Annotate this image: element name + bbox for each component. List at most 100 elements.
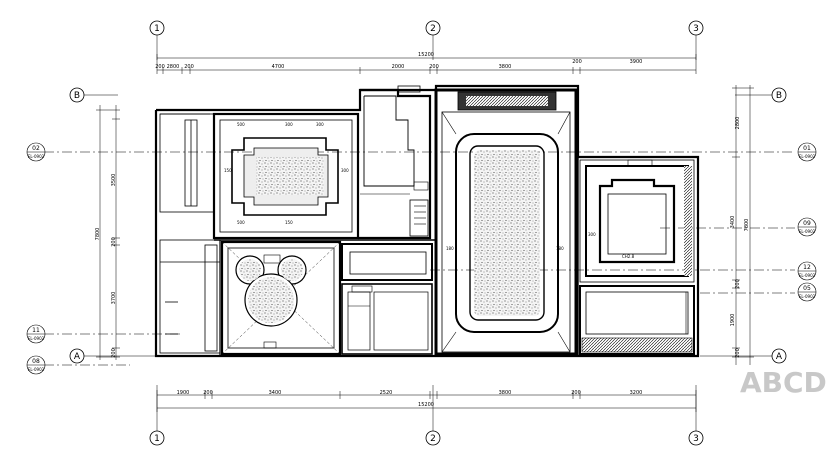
elevation-tag-08: 08 EL-0902 (26, 355, 46, 375)
left-cabinet-zone (159, 113, 221, 354)
svg-text:180: 180 (556, 246, 564, 251)
svg-text:11: 11 (32, 327, 40, 334)
svg-text:2: 2 (430, 434, 436, 444)
svg-text:EL-0902: EL-0902 (28, 336, 45, 341)
right-upper-room: CH2.8 300 (579, 159, 695, 283)
dim-top-overall: 15200 (418, 52, 434, 58)
svg-text:150: 150 (285, 220, 293, 225)
svg-text:1: 1 (154, 434, 160, 444)
dim-top-segments: 200 2800 200 4700 2000 200 3800 200 3900 (155, 59, 642, 70)
svg-text:2800: 2800 (735, 117, 741, 130)
dim-left-segments: 3500 200 3700 200 (111, 174, 117, 358)
svg-text:3200: 3200 (630, 390, 643, 396)
svg-text:3900: 3900 (630, 59, 643, 65)
svg-text:200: 200 (203, 390, 213, 396)
svg-text:2800: 2800 (167, 64, 180, 70)
svg-text:A: A (74, 352, 81, 362)
svg-text:200: 200 (735, 279, 741, 289)
svg-text:150: 150 (224, 168, 232, 173)
svg-text:3: 3 (693, 434, 699, 444)
elevation-tag-02: 02 EL-0902 (26, 142, 46, 162)
svg-text:200: 200 (111, 348, 117, 358)
bathroom-blocks (341, 243, 433, 355)
svg-text:3400: 3400 (730, 216, 736, 229)
svg-text:12: 12 (803, 264, 811, 271)
grid-bubble-B-left: B (69, 87, 85, 103)
svg-text:02: 02 (32, 145, 40, 152)
central-hall: 180 180 (434, 88, 578, 356)
svg-text:EL-0902: EL-0902 (799, 294, 816, 299)
grid-bubble-3-top: 3 (688, 20, 704, 36)
svg-text:05: 05 (803, 285, 811, 292)
svg-text:B: B (74, 91, 80, 101)
svg-text:3800: 3800 (499, 64, 512, 70)
dim-right-segments: 2800 3400 200 1900 200 (730, 117, 741, 358)
elevation-tag-12: 12 EL-0902 (797, 261, 817, 281)
svg-text:200: 200 (184, 64, 194, 70)
svg-text:300: 300 (285, 122, 293, 127)
right-lower-room (579, 285, 695, 355)
elevation-tag-01: 01 EL-0902 (797, 142, 817, 162)
grid-bubble-A-right: A (771, 348, 787, 364)
dimension-right (732, 85, 754, 365)
kitchen-block (358, 85, 432, 240)
grid-bubble-3-bottom: 3 (688, 430, 704, 446)
svg-text:A: A (776, 352, 783, 362)
svg-text:EL-0902: EL-0902 (799, 273, 816, 278)
elevation-tag-11: 11 EL-0902 (26, 324, 46, 344)
svg-text:01: 01 (803, 145, 811, 152)
svg-text:3: 3 (693, 24, 699, 34)
interior-walls (214, 157, 579, 356)
grid-bubble-2-top: 2 (425, 20, 441, 36)
dimension-left (96, 105, 120, 360)
dimension-bottom (156, 390, 697, 412)
svg-text:200: 200 (735, 348, 741, 358)
svg-text:200: 200 (571, 390, 581, 396)
svg-text:300: 300 (341, 168, 349, 173)
elevation-tag-05: 05 EL-0902 (797, 282, 817, 302)
svg-text:200: 200 (429, 64, 439, 70)
svg-text:200: 200 (155, 64, 165, 70)
grid-bubble-A-left: A (69, 348, 85, 364)
svg-text:B: B (776, 91, 782, 101)
grid-bubble-1-bottom: 1 (149, 430, 165, 446)
grid-bubble-2-bottom: 2 (425, 430, 441, 446)
svg-text:2520: 2520 (380, 390, 393, 396)
mickey-ceiling-shape (235, 255, 307, 327)
svg-text:EL-0902: EL-0902 (799, 154, 816, 159)
svg-text:180: 180 (446, 246, 454, 251)
svg-text:1900: 1900 (177, 390, 190, 396)
svg-text:09: 09 (803, 220, 811, 227)
svg-text:300: 300 (588, 232, 596, 237)
dimension-top (156, 54, 697, 74)
grid-bubble-B-right: B (771, 87, 787, 103)
svg-text:EL-0902: EL-0902 (28, 367, 45, 372)
svg-text:1: 1 (154, 24, 160, 34)
svg-text:500: 500 (237, 220, 245, 225)
elevation-tag-09: 09 EL-0902 (797, 217, 817, 237)
dim-left-overall: 7800 (95, 228, 101, 241)
svg-text:200: 200 (572, 59, 582, 65)
svg-text:CH2.8: CH2.8 (622, 254, 635, 259)
svg-text:2000: 2000 (392, 64, 405, 70)
dim-bottom-overall: 15200 (418, 402, 434, 408)
svg-text:200: 200 (111, 237, 117, 247)
lower-left-room (220, 240, 342, 356)
dim-right-overall: 7800 (744, 219, 750, 232)
svg-text:08: 08 (32, 358, 40, 365)
svg-text:4700: 4700 (272, 64, 285, 70)
grid-bubble-1-top: 1 (149, 20, 165, 36)
svg-text:1900: 1900 (730, 314, 736, 327)
svg-text:3700: 3700 (111, 292, 117, 305)
svg-text:3500: 3500 (111, 174, 117, 187)
svg-text:EL-0902: EL-0902 (28, 154, 45, 159)
svg-text:2: 2 (430, 24, 436, 34)
svg-text:EL-0902: EL-0902 (799, 229, 816, 234)
svg-text:3800: 3800 (499, 390, 512, 396)
ceiling-room-top-left: 500 300 300 150 300 500 150 (212, 112, 360, 240)
svg-text:3400: 3400 (269, 390, 282, 396)
svg-text:300: 300 (316, 122, 324, 127)
dim-bottom-segments: 1900 200 3400 2520 3800 200 3200 (177, 390, 643, 396)
svg-text:500: 500 (237, 122, 245, 127)
